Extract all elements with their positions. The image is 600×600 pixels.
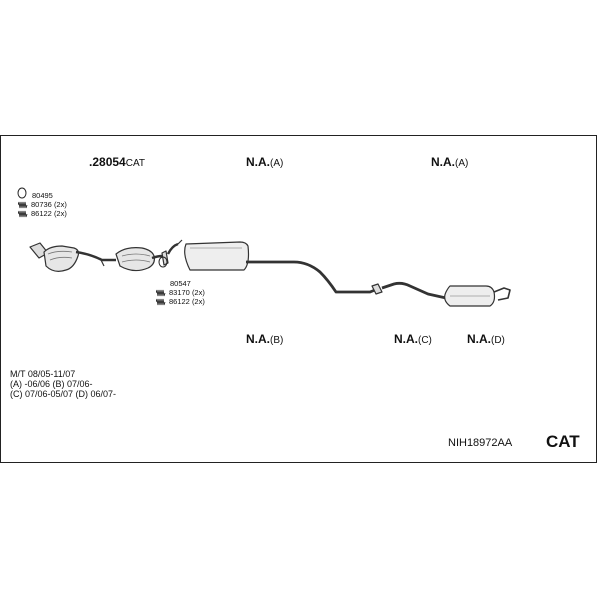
middle-silencer — [184, 241, 250, 271]
rear-pipe — [381, 281, 447, 300]
parts-code: 83170 (2x) — [169, 288, 205, 297]
part-label-na-b[interactable]: N.A.(B) — [246, 331, 283, 347]
part-number: 28054 — [92, 155, 126, 169]
parts-item[interactable]: 86122 (2x) — [156, 297, 205, 306]
part-prefix: . — [89, 155, 93, 169]
cat-badge: CAT — [546, 432, 580, 451]
part-label-na-d[interactable]: N.A.(D) — [467, 331, 505, 347]
parts-code: 80547 — [170, 279, 191, 288]
ring-gasket-icon — [158, 256, 168, 268]
parts-item[interactable]: 80547 — [156, 279, 191, 288]
spring-icon — [18, 201, 28, 208]
part-suffix: (C) — [418, 335, 432, 346]
part-label-na-a-1[interactable]: N.A.(A) — [246, 154, 283, 170]
intermediate-pipe — [246, 260, 381, 294]
part-suffix: CAT — [125, 158, 145, 169]
set-code: NIH18972AA — [448, 437, 513, 449]
part-suffix: (A) — [270, 158, 284, 169]
parts-item[interactable]: 80495 — [18, 191, 53, 200]
part-number: N.A. — [467, 332, 491, 346]
part-label-na-c[interactable]: N.A.(C) — [394, 331, 432, 347]
parts-code: 86122 (2x) — [31, 209, 67, 218]
applicability-line: M/T 08/05-11/07 — [10, 369, 76, 379]
applicability-notes: M/T 08/05-11/07 (A) -06/06 (B) 07/06- (C… — [10, 369, 116, 399]
ring-gasket-icon — [17, 187, 27, 199]
applicability-line: (A) -06/06 (B) 07/06- — [10, 379, 93, 389]
main-catalyst — [115, 247, 155, 272]
parts-code: 80736 (2x) — [31, 200, 67, 209]
parts-item[interactable]: 86122 (2x) — [18, 209, 67, 218]
applicability-line: (C) 07/06-05/07 (D) 06/07- — [10, 389, 117, 399]
parts-code: 80495 — [32, 191, 53, 200]
spring-icon — [156, 298, 166, 305]
diagram-frame — [0, 135, 597, 463]
part-suffix: (B) — [270, 335, 284, 346]
part-number: N.A. — [431, 155, 455, 169]
front-pipe — [75, 250, 116, 262]
front-catalyst — [43, 245, 80, 272]
parts-code: 86122 (2x) — [169, 297, 205, 306]
tailpipe — [493, 287, 511, 301]
part-suffix: (A) — [455, 158, 469, 169]
spring-icon — [156, 289, 166, 296]
part-number: N.A. — [246, 332, 270, 346]
parts-item[interactable]: 83170 (2x) — [156, 288, 205, 297]
part-number: N.A. — [394, 332, 418, 346]
part-label-cat[interactable]: .28054CAT — [89, 154, 145, 170]
part-label-na-a-2[interactable]: N.A.(A) — [431, 154, 468, 170]
parts-item[interactable]: 80736 (2x) — [18, 200, 67, 209]
part-number: N.A. — [246, 155, 270, 169]
part-suffix: (D) — [491, 335, 505, 346]
spring-icon — [18, 210, 28, 217]
